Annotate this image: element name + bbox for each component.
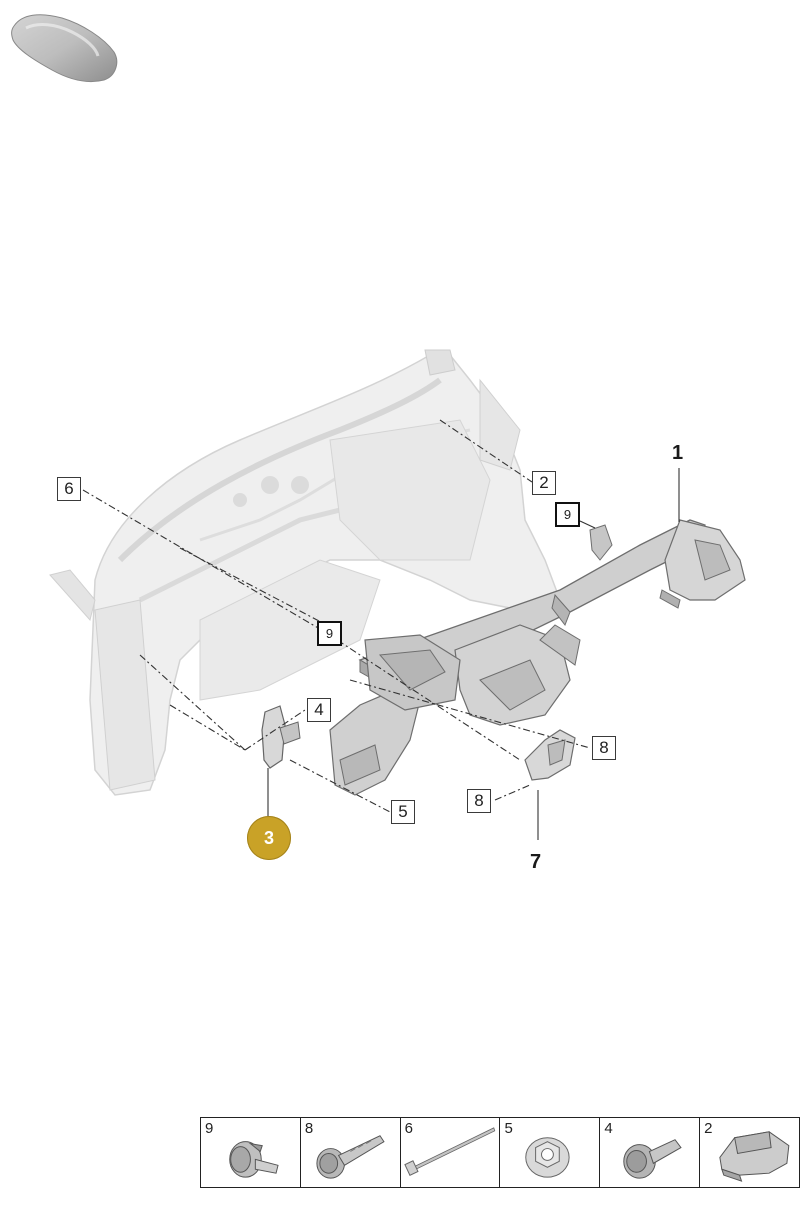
callout-6[interactable]: 6 [57, 477, 81, 501]
callout-2[interactable]: 2 [532, 471, 556, 495]
part-cell-4[interactable]: 4 [600, 1118, 701, 1187]
cross-car-beam [329, 519, 746, 796]
leader-lines [82, 419, 591, 813]
clip-nut-icon [229, 1141, 279, 1178]
part-number: 6 [404, 1120, 413, 1137]
callout-9-top[interactable]: 9 [555, 502, 580, 527]
flange-nut-icon [525, 1137, 571, 1178]
bracket-part-3 [261, 705, 301, 769]
bracket-part-7 [524, 729, 576, 781]
callout-1[interactable]: 1 [672, 442, 684, 464]
callout-8-right[interactable]: 8 [592, 736, 616, 760]
part-number: 4 [604, 1120, 613, 1137]
part-cell-8[interactable]: 8 [301, 1118, 401, 1187]
part-number: 2 [704, 1120, 713, 1137]
callout-4[interactable]: 4 [307, 698, 331, 722]
short-bolt-icon [623, 1139, 682, 1179]
part-number: 5 [504, 1120, 513, 1137]
callout-3-highlighted[interactable]: 3 [247, 816, 291, 860]
part-cell-5[interactable]: 5 [500, 1118, 601, 1187]
long-bolt-icon [403, 1127, 495, 1176]
parts-strip: 9 8 6 5 4 [200, 1117, 800, 1188]
part-cell-9[interactable]: 9 [201, 1118, 301, 1187]
body-structure [49, 349, 561, 796]
callout-7[interactable]: 7 [530, 851, 542, 873]
car-silhouette-icon[interactable] [11, 14, 118, 83]
flange-bolt-icon [316, 1135, 385, 1179]
solid-leaders [267, 468, 680, 840]
part-cell-6[interactable]: 6 [401, 1118, 501, 1187]
callout-9-mid[interactable]: 9 [317, 621, 342, 646]
part-number: 9 [205, 1120, 214, 1137]
callout-8-left[interactable]: 8 [467, 789, 491, 813]
callout-5[interactable]: 5 [391, 800, 415, 824]
part-number: 8 [304, 1120, 314, 1137]
part-cell-2[interactable]: 2 [700, 1118, 799, 1187]
bracket-plate-icon [719, 1131, 790, 1182]
